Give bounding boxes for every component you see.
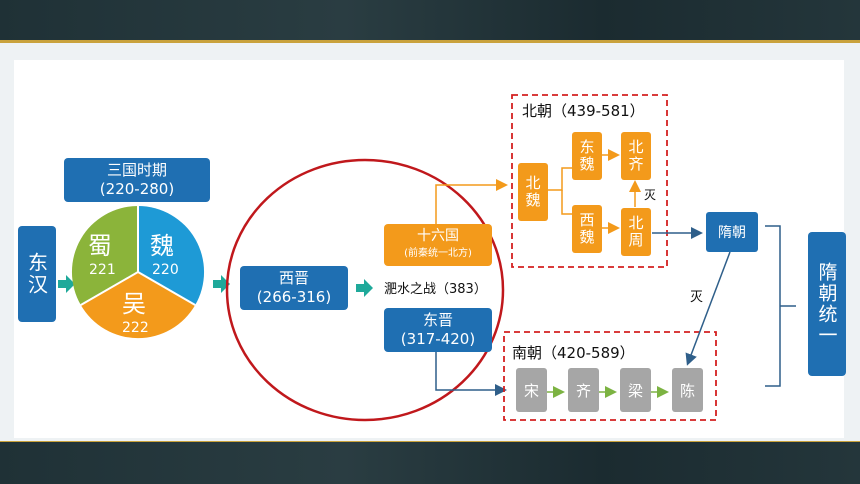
xijin-years: (266-316) (256, 288, 332, 306)
feishui-label: 淝水之战（383） (384, 282, 487, 297)
dongwei-box: 东魏 (572, 132, 602, 180)
shiliuguo-box: 十六国 (前秦统一北方) (384, 224, 492, 266)
beiqi-box: 北齐 (621, 132, 651, 180)
beichao-title: 北朝（439-581） (522, 102, 645, 120)
beiwei-box: 北魏 (518, 163, 548, 221)
shiliuguo-name: 十六国 (417, 228, 459, 244)
wu-year: 222 (122, 320, 149, 336)
nanchao-song-box: 宋 (516, 368, 547, 412)
nanchao-dashed-box (503, 331, 717, 421)
mie-label-north: 灭 (644, 188, 657, 202)
sanguo-title: 三国时期 (106, 161, 167, 179)
unify-box: 隋朝统一 (808, 232, 846, 376)
sanguo-pie (71, 205, 205, 339)
arrow-xijin-feishui (356, 279, 373, 297)
arrow-dongjin-nanchao (435, 350, 507, 396)
arrow-sui-chen (685, 251, 731, 366)
dongjin-name: 东晋 (422, 311, 453, 329)
donghan-box: 东汉 (18, 226, 56, 322)
bottom-decor-band (0, 442, 860, 484)
nanchao-qi-box: 齐 (568, 368, 599, 412)
nanchao-chen-box: 陈 (672, 368, 703, 412)
arrow-sanguo-xijin (213, 275, 230, 293)
shu-year: 221 (89, 262, 116, 278)
top-gold-line (0, 40, 860, 43)
nanchao-title: 南朝（420-589） (512, 344, 635, 362)
dongjin-years: (317-420) (400, 330, 476, 348)
xiwei-box: 西魏 (572, 205, 602, 253)
sanguo-title-box: 三国时期 (220-280) (64, 158, 210, 202)
arrow-donghan-sanguo (58, 275, 75, 293)
arrow-shiliuguo-beichao (435, 179, 508, 224)
suichao-box: 隋朝 (706, 212, 758, 252)
top-decor-band (0, 0, 860, 42)
mie-label-south: 灭 (690, 290, 704, 305)
beiwei-split-bracket (548, 167, 572, 191)
dongjin-box: 东晋 (317-420) (384, 308, 492, 352)
shu-label: 蜀 (88, 232, 112, 260)
xijin-box: 西晋 (266-316) (240, 266, 348, 310)
sanguo-years: (220-280) (99, 180, 175, 198)
beizhou-box: 北周 (621, 208, 651, 256)
highlight-circle (225, 158, 505, 422)
wu-label: 吴 (122, 290, 146, 318)
unify-bracket (765, 225, 796, 387)
wei-label: 魏 (150, 232, 174, 260)
nanchao-liang-box: 梁 (620, 368, 651, 412)
shiliuguo-note: (前秦统一北方) (404, 248, 472, 259)
xijin-name: 西晋 (278, 269, 309, 287)
wei-year: 220 (152, 262, 179, 278)
beichao-dashed-box (511, 94, 668, 268)
